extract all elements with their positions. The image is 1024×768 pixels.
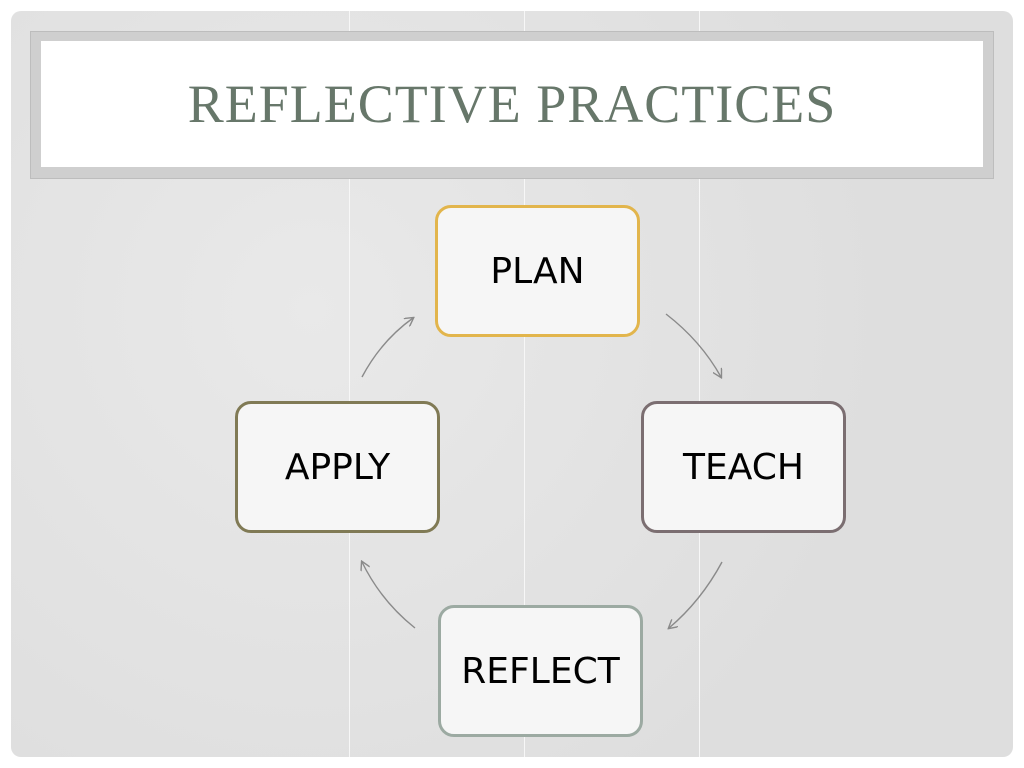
slide-title: REFLECTIVE PRACTICES	[187, 74, 837, 134]
arrow-apply-to-plan	[361, 318, 413, 378]
arrow-plan-to-teach	[665, 313, 721, 377]
arrow-reflect-to-apply	[362, 562, 416, 629]
cycle-node-teach: TEACH	[641, 401, 846, 533]
background-divider	[524, 11, 525, 757]
cycle-node-plan: PLAN	[435, 205, 640, 337]
background-divider	[699, 11, 700, 757]
slide: REFLECTIVE PRACTICES PLAN TEACH REFLECT …	[11, 11, 1013, 757]
title-box: REFLECTIVE PRACTICES	[41, 41, 983, 167]
background-divider	[349, 11, 350, 757]
arrow-teach-to-reflect	[669, 561, 723, 628]
cycle-node-apply: APPLY	[235, 401, 440, 533]
title-frame: REFLECTIVE PRACTICES	[30, 31, 994, 179]
cycle-node-reflect: REFLECT	[438, 605, 643, 737]
cycle-arrows	[11, 313, 723, 757]
